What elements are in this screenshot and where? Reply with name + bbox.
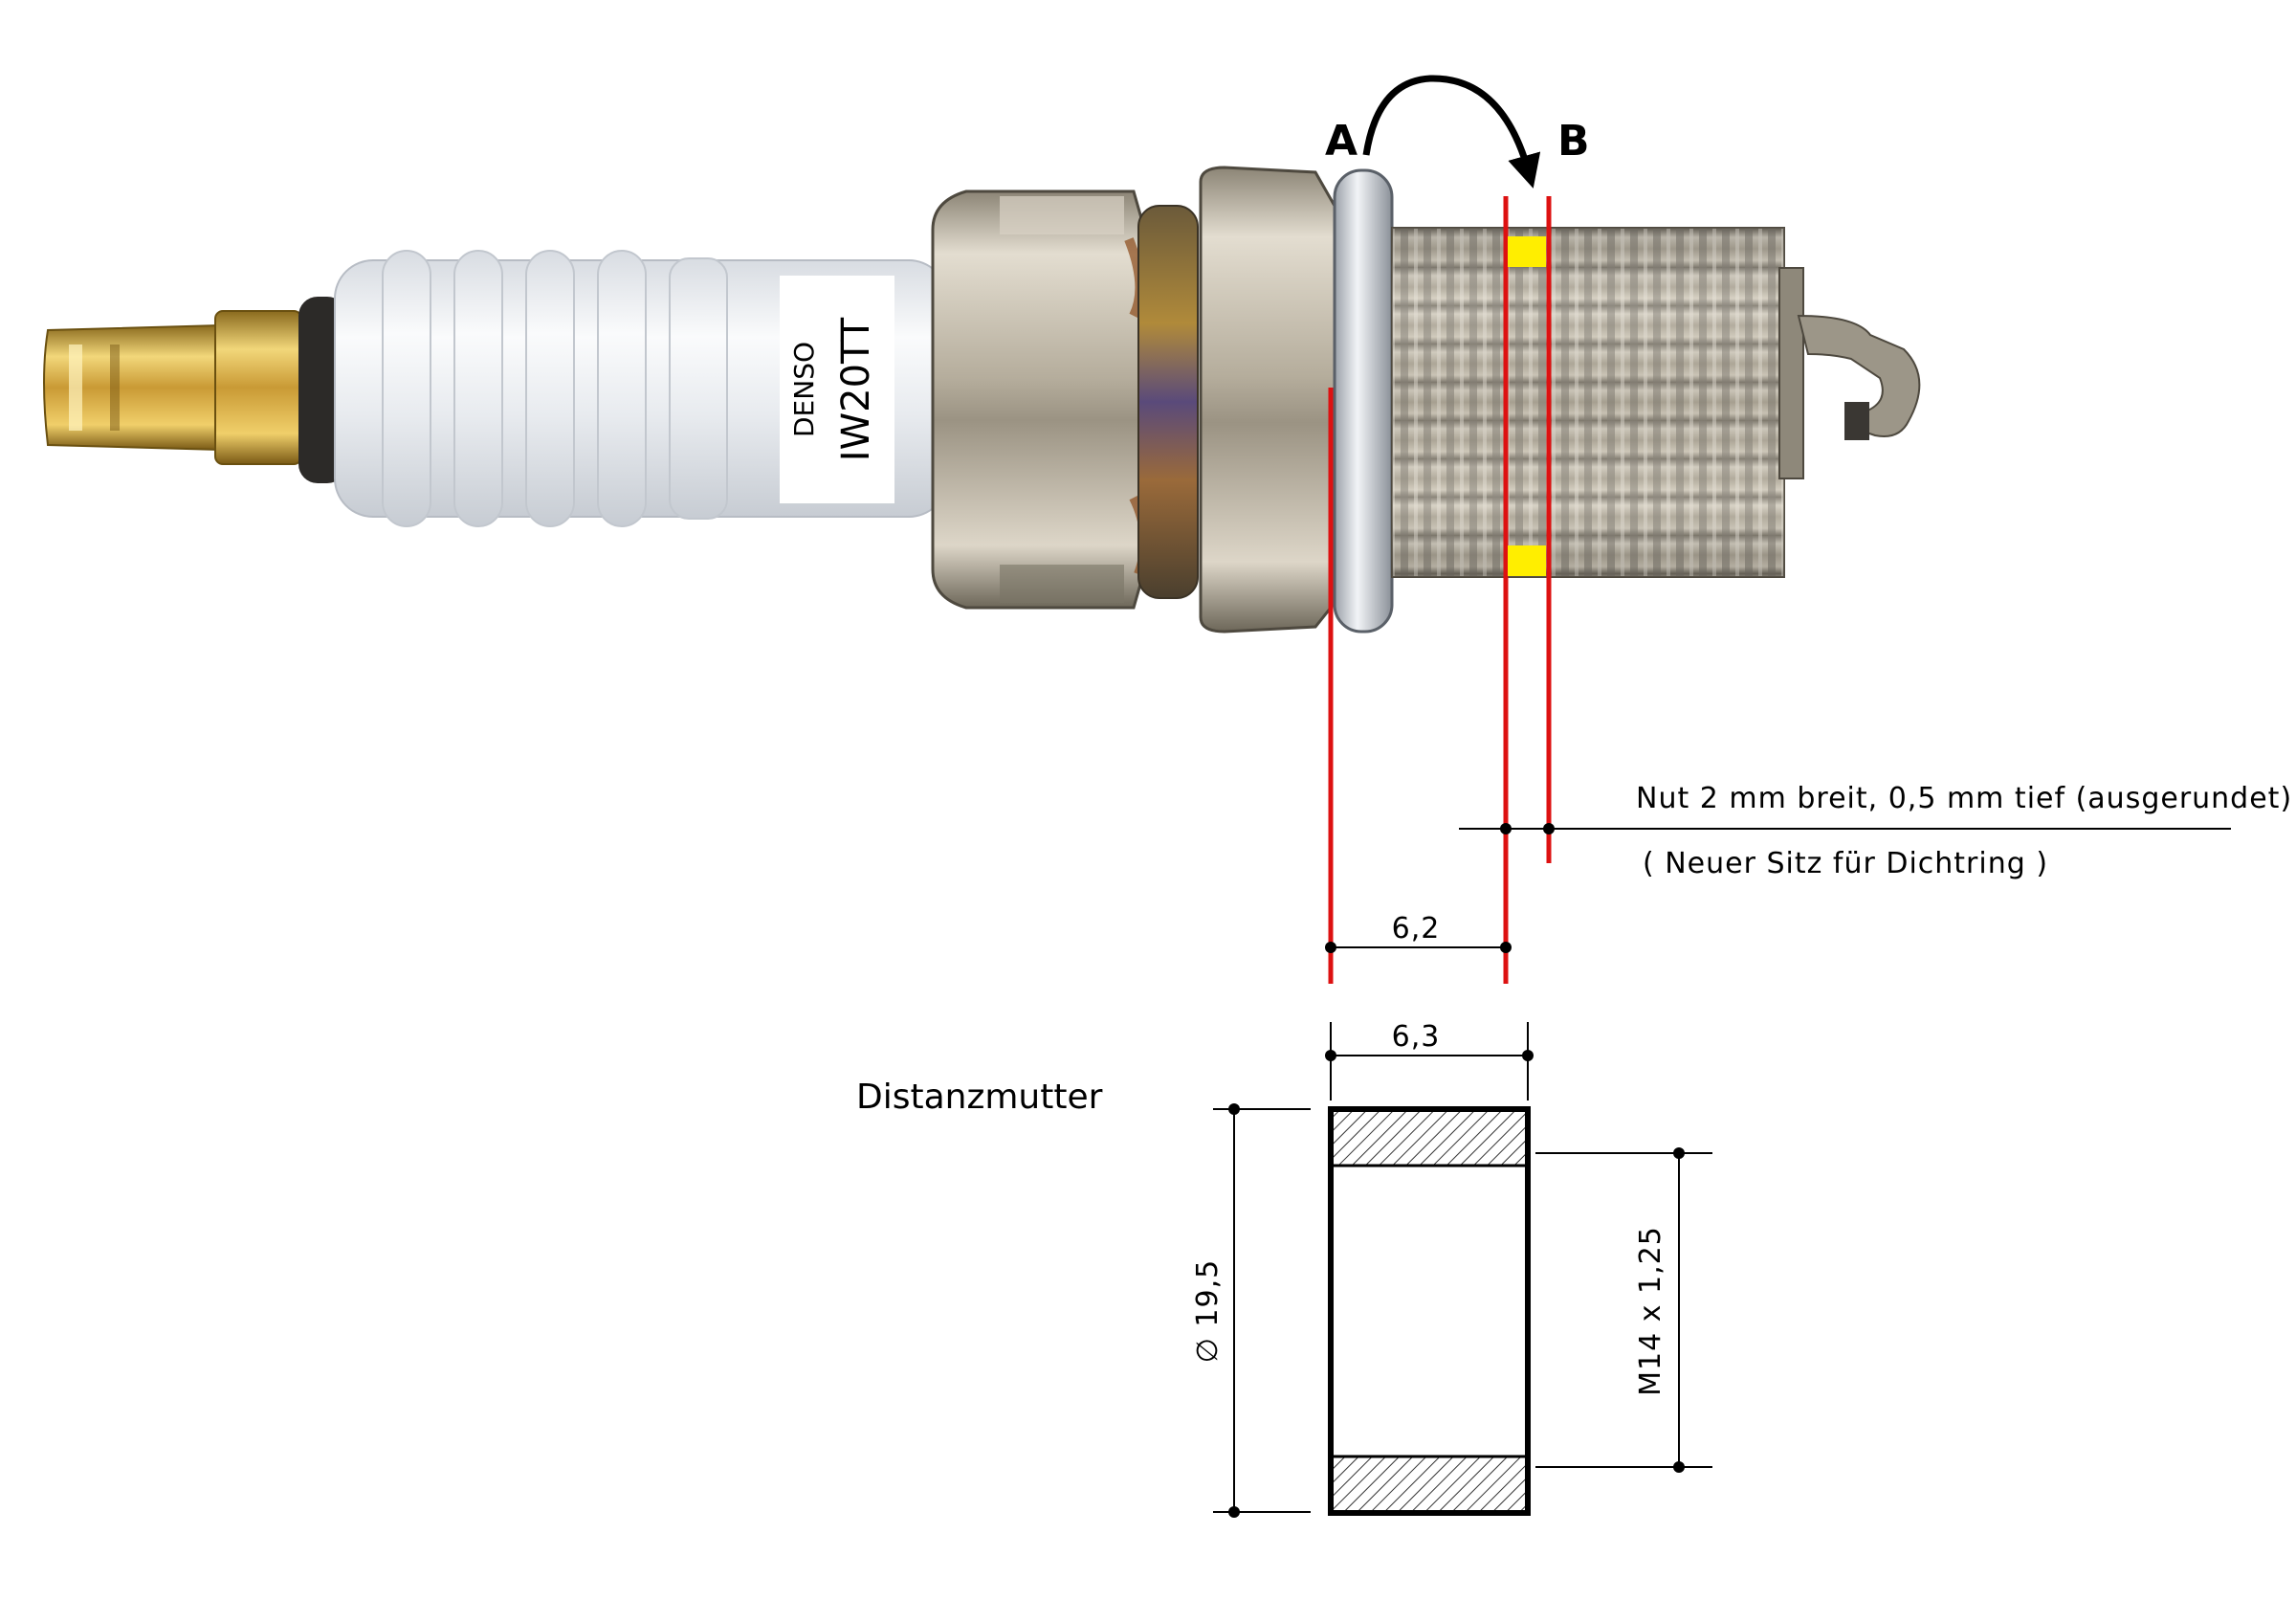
groove-dot-right [1543, 823, 1555, 834]
part-title: Distanzmutter [856, 1078, 1103, 1117]
marker-b: B [1557, 117, 1590, 166]
dim-dot-6-3-left [1325, 1050, 1336, 1061]
shell-shoulder [1199, 166, 1336, 634]
dim-value-6-2: 6,2 [1392, 912, 1441, 945]
ground-electrode [1778, 267, 1921, 479]
groove-description: Nut 2 mm breit, 0,5 mm tief (ausgerundet… [1636, 782, 2292, 815]
dim-dot-diameter-bottom [1228, 1506, 1240, 1518]
groove-purpose: ( Neuer Sitz für Dichtring ) [1643, 847, 2048, 880]
thread-shank [1391, 227, 1785, 578]
dim-value-diameter: ∅ 19,5 [1191, 1259, 1225, 1363]
spark-plug-image: DENSO IW20TT [43, 166, 1921, 634]
groove-mark-top [1508, 236, 1546, 267]
nut-section-top [1330, 1108, 1529, 1167]
nut-outline [1328, 1106, 1531, 1516]
marker-a: A [1325, 117, 1358, 166]
reference-lines [1328, 196, 1552, 984]
dim-dot-6-3-right [1522, 1050, 1534, 1061]
terminal-nut [43, 310, 302, 465]
groove-dot-left [1500, 823, 1512, 834]
sealing-washer [1333, 168, 1394, 634]
dim-dot-6-2-left [1325, 942, 1336, 953]
groove-mark-bottom [1508, 545, 1546, 576]
crimp-ring [1137, 205, 1199, 599]
groove-annotation: Nut 2 mm breit, 0,5 mm tief (ausgerundet… [1459, 782, 2292, 880]
brand-name: DENSO [788, 342, 820, 437]
dim-dot-diameter-top [1228, 1103, 1240, 1115]
dim-dot-6-2-right [1500, 942, 1512, 953]
model-name: IW20TT [834, 317, 878, 461]
hex-body [931, 189, 1150, 610]
dim-dot-thread-bottom [1673, 1461, 1685, 1473]
nut-section-bottom [1330, 1455, 1529, 1514]
rotation-arrow [1362, 75, 1541, 189]
dim-value-thread: M14 x 1,25 [1634, 1226, 1667, 1396]
brand-label: DENSO IW20TT [780, 276, 894, 503]
dimension-a-to-b: 6,2 [1325, 912, 1512, 953]
dim-value-6-3: 6,3 [1392, 1020, 1441, 1054]
dim-dot-thread-top [1673, 1147, 1685, 1159]
spacer-nut-drawing: 6,3 ∅ 19,5 M14 x 1,25 [1191, 1020, 1712, 1518]
